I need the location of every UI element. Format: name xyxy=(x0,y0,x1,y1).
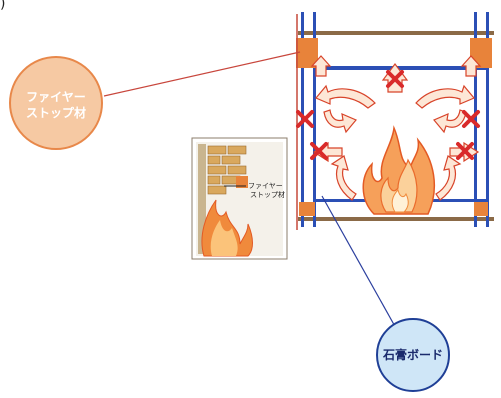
arrow-up-right-top xyxy=(460,55,482,77)
right-stud-outer xyxy=(486,12,489,227)
inset-label-line1: ファイヤー xyxy=(248,182,283,190)
firestop-callout-line1: ファイヤー xyxy=(26,90,86,104)
block-marks xyxy=(296,70,480,160)
inset-firestop xyxy=(236,176,248,188)
arrow-curve-left-low xyxy=(330,155,357,201)
arrow-curve-left-top xyxy=(315,84,376,109)
left-stud-inner xyxy=(313,12,316,227)
gypsum-callout-label: 石膏ボード xyxy=(382,347,443,362)
block-x-top-left xyxy=(296,110,314,128)
block-x-top-center xyxy=(386,70,404,88)
arrow-up-left-top xyxy=(310,55,332,77)
inset-flame-inner xyxy=(210,220,238,256)
cavity-flame xyxy=(362,125,436,215)
arrow-curve-right-down xyxy=(433,109,467,134)
corner-mark: ) xyxy=(0,0,6,12)
inset-label-line2: ストップ材 xyxy=(250,190,285,199)
top-beam xyxy=(298,31,494,35)
firestop-leader-line xyxy=(103,51,301,97)
block-x-mid-left xyxy=(310,142,328,160)
arrow-curve-right-top xyxy=(415,84,475,109)
gypsum-callout: 石膏ボード xyxy=(376,318,450,392)
flame-core xyxy=(391,189,409,213)
firestop-left-lower xyxy=(299,202,315,216)
board-top xyxy=(313,66,488,70)
arrow-curve-right-low xyxy=(435,155,462,201)
gypsum-callout-circle xyxy=(376,318,450,392)
inset-siding xyxy=(198,144,206,254)
block-x-mid-right xyxy=(456,142,474,160)
arrow-curve-left-down xyxy=(323,109,357,134)
firestop-callout-line2: ストップ材 xyxy=(26,105,86,120)
right-stud-inner xyxy=(474,12,477,227)
block-x-top-right xyxy=(462,110,480,128)
firestop-right-lower xyxy=(474,202,488,216)
gypsum-leader-line xyxy=(321,195,398,331)
firestop-callout-circle xyxy=(9,56,103,150)
firestop-left-upper xyxy=(296,38,318,68)
inset-detail: ファイヤー ストップ材 xyxy=(191,137,288,260)
inset-bricks xyxy=(207,145,247,195)
firestop-callout: ファイヤー ストップ材 xyxy=(9,56,103,150)
bottom-plate xyxy=(298,217,494,221)
